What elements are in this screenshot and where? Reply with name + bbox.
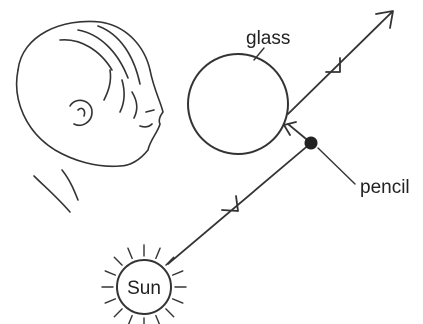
glass-label: glass [246, 28, 290, 49]
child-head-icon [17, 21, 163, 212]
pencil-label: pencil [360, 177, 410, 198]
sun-ray [173, 299, 183, 303]
sun-ray [114, 257, 122, 265]
sun-ray [156, 316, 160, 324]
pencil-dot-icon [305, 137, 318, 150]
sun-ray [128, 316, 132, 324]
sun-label: Sun [127, 278, 161, 299]
sun-ray [166, 309, 174, 317]
pencil-leader-line [318, 148, 355, 184]
sun-ray [105, 299, 115, 303]
sun-ray [114, 309, 122, 317]
ray-arrow-1-icon [222, 196, 238, 211]
sun-ray [156, 248, 160, 258]
glass-sphere [188, 54, 288, 154]
sun-ray [173, 271, 183, 275]
light-ray-incoming [168, 143, 311, 264]
sun-ray [105, 271, 115, 275]
sun-ray [128, 248, 132, 258]
